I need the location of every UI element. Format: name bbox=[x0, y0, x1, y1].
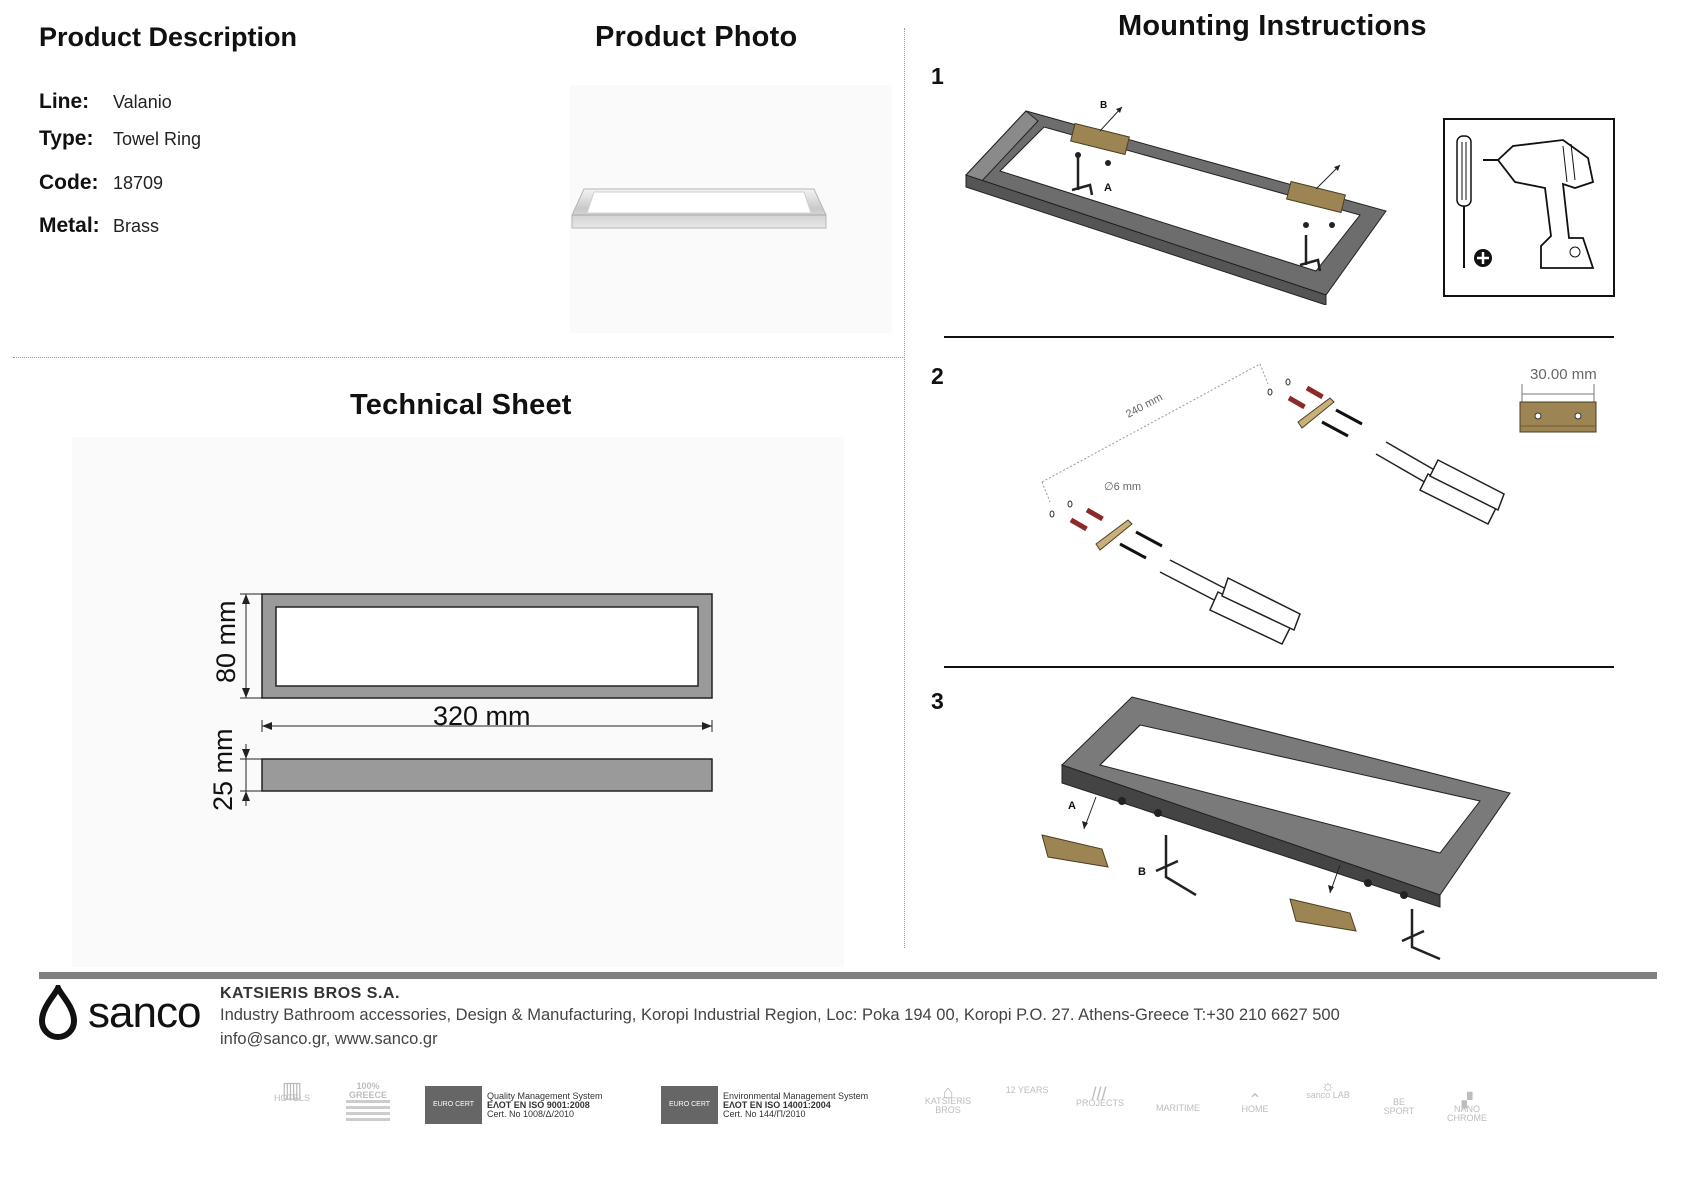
step-3-label-b: B bbox=[1138, 866, 1146, 878]
badge-be-sport: BE SPORT bbox=[1383, 1097, 1415, 1116]
step-1-label-a: A bbox=[1104, 182, 1112, 194]
height-label: 80 mm bbox=[211, 600, 241, 683]
quality-cert-text: Quality Management System ΕΛΟΤ EN ISO 90… bbox=[487, 1091, 603, 1119]
badge-nano-chrome: ▞NANO CHROME bbox=[1447, 1092, 1487, 1123]
product-photo bbox=[571, 188, 827, 229]
step-3-diagram bbox=[1041, 696, 1511, 961]
technical-sheet-title: Technical Sheet bbox=[350, 389, 572, 421]
badge-katsieris: ⌂KATSIERIS BROS bbox=[924, 1082, 972, 1115]
mounting-instructions-title: Mounting Instructions bbox=[1118, 10, 1427, 42]
step-2-number: 2 bbox=[931, 363, 944, 389]
step-1-number: 1 bbox=[931, 63, 944, 89]
sanco-logo-text: sanco bbox=[88, 988, 201, 1037]
technical-drawing-area bbox=[72, 437, 844, 967]
eurocert-badge-quality: EURO CERT bbox=[425, 1086, 482, 1124]
drill-size-label: ∅6 mm bbox=[1104, 481, 1142, 493]
technical-drawing bbox=[240, 593, 713, 806]
code-row: Code: 18709 bbox=[39, 171, 163, 195]
type-key: Type: bbox=[39, 127, 94, 150]
horizontal-divider bbox=[13, 357, 903, 358]
step-2-diagram bbox=[1041, 363, 1505, 645]
step-separator-1 bbox=[944, 336, 1614, 338]
type-value: Towel Ring bbox=[113, 129, 202, 149]
sanco-logo-icon bbox=[38, 985, 78, 1040]
badge-greece: 100% GREECE bbox=[346, 1082, 390, 1122]
line-value: Valanio bbox=[113, 92, 172, 112]
company-name: KATSIERIS BROS S.A. bbox=[220, 985, 400, 1002]
company-address: Industry Bathroom accessories, Design & … bbox=[220, 1006, 1340, 1024]
step-1-diagram bbox=[965, 106, 1387, 305]
badge-12-years: 12 YEARS bbox=[1005, 1085, 1049, 1095]
step-3-number: 3 bbox=[931, 688, 944, 714]
width-label: 320 mm bbox=[433, 701, 531, 731]
code-value: 18709 bbox=[113, 173, 164, 193]
footer-bar bbox=[39, 972, 1657, 979]
metal-key: Metal: bbox=[39, 214, 100, 237]
type-row: Type: Towel Ring bbox=[39, 127, 201, 151]
step-1-label-b: B bbox=[1100, 100, 1108, 111]
company-web-link[interactable]: info@sanco.gr, www.sanco.gr bbox=[220, 1030, 438, 1048]
step-separator-2 bbox=[944, 666, 1614, 668]
code-key: Code: bbox=[39, 171, 99, 194]
plus-icon bbox=[1474, 249, 1492, 267]
step-3-label-a: A bbox=[1068, 800, 1076, 812]
depth-label: 25 mm bbox=[208, 728, 238, 811]
product-description-title: Product Description bbox=[39, 22, 298, 52]
line-row: Line: Valanio bbox=[39, 90, 172, 114]
metal-row: Metal: Brass bbox=[39, 214, 159, 238]
environmental-cert-text: Environmental Management System ΕΛΟΤ EN … bbox=[723, 1091, 869, 1119]
badge-sanco-lab: ☼sanco LAB bbox=[1306, 1078, 1350, 1100]
product-photo-title: Product Photo bbox=[595, 21, 798, 53]
badge-maritime: MARITIME bbox=[1156, 1103, 1200, 1113]
drill-icon bbox=[1483, 139, 1595, 269]
badge-home: ⌃HOME bbox=[1241, 1092, 1269, 1114]
screwdriver-icon bbox=[1456, 135, 1472, 268]
vertical-divider bbox=[904, 28, 905, 948]
mounting-plate-diagram bbox=[1519, 384, 1597, 433]
badge-projects: ///PROJECTS bbox=[1076, 1084, 1125, 1108]
metal-value: Brass bbox=[113, 216, 160, 236]
tools-box bbox=[1443, 118, 1615, 297]
eurocert-badge-environmental: EURO CERT bbox=[661, 1086, 718, 1124]
badge-hotels: ▥HOTELS bbox=[273, 1077, 310, 1103]
plate-width-label: 30.00 mm bbox=[1530, 366, 1597, 383]
line-key: Line: bbox=[39, 90, 90, 113]
